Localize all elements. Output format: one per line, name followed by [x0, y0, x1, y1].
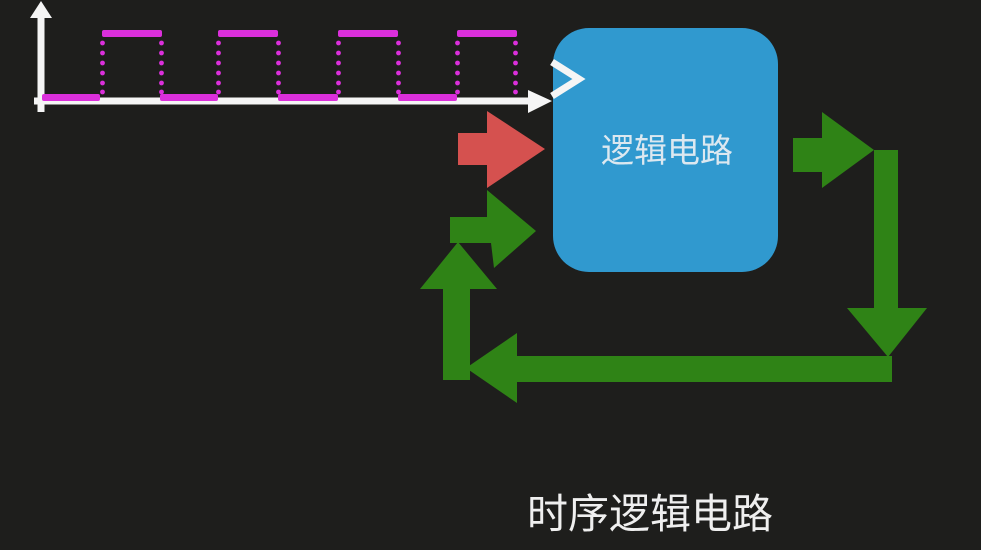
waveform-edge-dot — [276, 70, 281, 76]
diagram-title: 时序逻辑电路 — [527, 491, 773, 537]
waveform-edge-dot — [396, 40, 401, 46]
waveform-edge-dot — [276, 50, 281, 56]
waveform-edge-dot — [455, 40, 460, 46]
waveform-edge-dot — [100, 40, 105, 46]
waveform-edge-dot — [216, 70, 221, 76]
waveform-edge-dot — [513, 80, 518, 86]
logic-circuit-label: 逻辑电路 — [601, 132, 733, 169]
waveform-bar — [398, 94, 457, 101]
waveform-edge-dot — [100, 70, 105, 76]
waveform-edge-dot — [513, 89, 518, 95]
x-axis-arrow-icon — [528, 90, 552, 113]
waveform-edge-dot — [159, 50, 164, 56]
waveform-edge-dot — [336, 80, 341, 86]
waveform-edge-dot — [455, 70, 460, 76]
waveform-edge-dot — [336, 70, 341, 76]
waveform-edge-dot — [513, 50, 518, 56]
feedback-in-arrow-icon — [450, 190, 536, 268]
feedback-right-segment — [874, 150, 898, 308]
waveform-bar — [42, 94, 100, 101]
waveform-edge-dot — [396, 80, 401, 86]
waveform-edge-dot — [159, 60, 164, 66]
waveform-edge-dot — [100, 50, 105, 56]
waveform-bar — [218, 30, 278, 37]
waveform-edge-dot — [276, 80, 281, 86]
waveform-edge-dot — [100, 80, 105, 86]
waveform-edge-dot — [336, 50, 341, 56]
waveform-edge-dot — [100, 60, 105, 66]
waveform-edge-dot — [100, 89, 105, 95]
waveform-edge-dot — [159, 40, 164, 46]
waveform-edge-dot — [513, 40, 518, 46]
feedback-left-arrow-icon — [466, 333, 892, 403]
y-axis-arrow-icon — [30, 1, 52, 18]
feedback-loop — [420, 112, 927, 403]
waveform-edge-dot — [216, 89, 221, 95]
input-arrow-icon — [458, 111, 545, 188]
waveform-edge-dot — [336, 40, 341, 46]
clock-signal-waveform — [42, 30, 518, 101]
waveform-edge-dot — [513, 60, 518, 66]
waveform-edge-dot — [276, 89, 281, 95]
waveform-bar — [160, 94, 218, 101]
waveform-edge-dot — [455, 60, 460, 66]
waveform-edge-dot — [396, 89, 401, 95]
waveform-edge-dot — [216, 80, 221, 86]
waveform-edge-dot — [396, 60, 401, 66]
waveform-edge-dot — [276, 60, 281, 66]
waveform-edge-dot — [159, 70, 164, 76]
waveform-edge-dot — [455, 50, 460, 56]
waveform-bar — [338, 30, 398, 37]
output-arrow-icon — [793, 112, 874, 188]
waveform-edge-dot — [396, 70, 401, 76]
waveform-edge-dot — [276, 40, 281, 46]
feedback-up-arrow-icon — [420, 242, 497, 380]
feedback-down-arrow-icon — [847, 308, 927, 357]
logic-circuit-box — [553, 28, 778, 272]
waveform-bar — [278, 94, 338, 101]
waveform-edge-dot — [159, 80, 164, 86]
waveform-edge-dot — [455, 89, 460, 95]
waveform-edge-dot — [216, 60, 221, 66]
waveform-edge-dot — [336, 89, 341, 95]
waveform-bar — [457, 30, 517, 37]
clock-input-chevron-icon — [550, 59, 586, 99]
waveform-edge-dot — [455, 80, 460, 86]
waveform-edge-dot — [513, 70, 518, 76]
waveform-edge-dot — [396, 50, 401, 56]
waveform-edge-dot — [216, 50, 221, 56]
waveform-edge-dot — [336, 60, 341, 66]
waveform-edge-dot — [216, 40, 221, 46]
waveform-bar — [102, 30, 162, 37]
waveform-edge-dot — [159, 89, 164, 95]
